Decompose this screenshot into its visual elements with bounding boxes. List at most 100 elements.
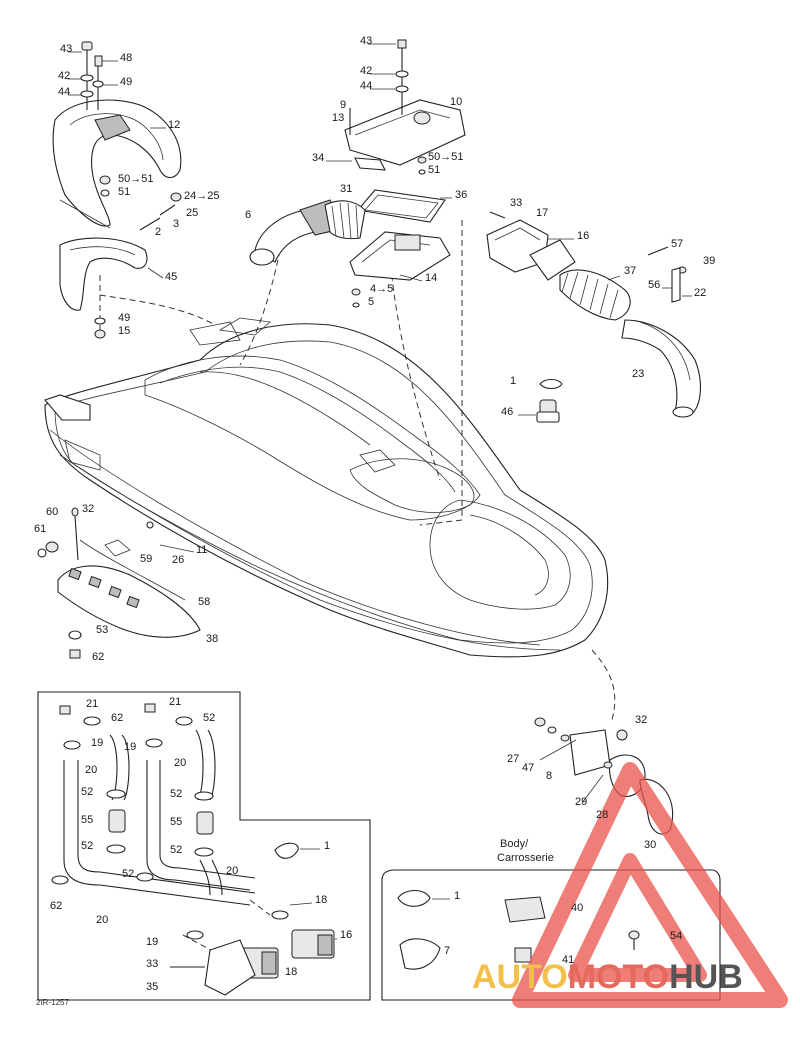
part-number-label: 23	[632, 368, 644, 380]
side-trim	[37, 507, 201, 659]
drawing-code: 2IR-1257	[36, 998, 69, 1007]
part-number-label: 31	[340, 183, 352, 195]
part-number-label: 22	[694, 287, 706, 299]
part-number-label: 50→51	[428, 151, 463, 163]
part-number-label: 34	[312, 152, 324, 164]
part-number-label: 18	[315, 894, 327, 906]
part-number-label: 52	[122, 868, 134, 880]
part-number-label: 33	[146, 958, 158, 970]
part-number-label: 40	[571, 902, 583, 914]
part-number-label: 16	[577, 230, 589, 242]
part-number-label: 8	[546, 770, 552, 782]
part-number-label: 26	[172, 554, 184, 566]
part-number-label: 28	[596, 809, 608, 821]
part-number-label: 38	[206, 633, 218, 645]
rear-grab-handle	[52, 41, 182, 231]
part-number-label: 47	[522, 762, 534, 774]
part-number-label: 58	[198, 596, 210, 608]
body-label-french: Carrosserie	[497, 852, 554, 864]
watercraft-body	[44, 317, 609, 658]
part-number-label: 42	[58, 70, 70, 82]
part-number-label: 17	[536, 207, 548, 219]
part-number-label: 51	[118, 186, 130, 198]
part-number-label: 39	[703, 255, 715, 267]
part-number-label: 46	[501, 406, 513, 418]
part-number-label: 44	[58, 86, 70, 98]
part-number-label: 27	[507, 753, 519, 765]
part-number-label: 54	[670, 930, 682, 942]
part-number-label: 24→25	[184, 190, 219, 202]
part-number-label: 50→51	[118, 173, 153, 185]
part-number-label: 20	[226, 865, 238, 877]
part-number-label: 44	[360, 80, 372, 92]
part-number-label: 19	[124, 741, 136, 753]
automotohub-logo: AUTOMOTOHUB	[472, 762, 788, 1008]
part-number-label: 19	[91, 737, 103, 749]
part-number-label: 1	[324, 840, 330, 852]
part-number-label: 60	[46, 506, 58, 518]
part-number-label: 55	[81, 814, 93, 826]
part-number-label: 20	[96, 914, 108, 926]
part-number-label: 52	[170, 788, 182, 800]
part-number-label: 18	[285, 966, 297, 978]
part-number-label: 35	[146, 981, 158, 993]
part-number-label: 62	[111, 712, 123, 724]
part-number-label: 20	[85, 764, 97, 776]
part-number-label: 49	[120, 76, 132, 88]
part-number-label: 32	[635, 714, 647, 726]
stern-cover	[59, 237, 164, 339]
part-number-label: 37	[624, 265, 636, 277]
bilge-system-inset	[37, 691, 371, 1001]
logo-text-auto: AUTO	[472, 958, 568, 996]
part-number-label: 56	[648, 279, 660, 291]
part-number-label: 59	[140, 553, 152, 565]
part-number-label: 45	[165, 271, 177, 283]
part-number-label: 29	[575, 796, 587, 808]
part-number-label: 16	[340, 929, 352, 941]
part-number-label: 14	[425, 272, 437, 284]
part-number-label: 13	[332, 112, 344, 124]
part-number-label: 10	[450, 96, 462, 108]
part-number-label: 5	[368, 296, 374, 308]
part-number-label: 61	[34, 523, 46, 535]
svg-text:AUTOMOTOHUB: AUTOMOTOHUB	[472, 958, 743, 996]
part-number-label: 53	[96, 624, 108, 636]
part-number-label: 1	[510, 375, 516, 387]
part-number-label: 62	[50, 900, 62, 912]
part-number-label: 15	[118, 325, 130, 337]
logo-triangle-outer	[512, 762, 788, 1008]
logo-text-hub: HUB	[669, 958, 743, 996]
part-number-label: 62	[92, 651, 104, 663]
part-number-label: 51	[428, 164, 440, 176]
part-number-label: 41	[562, 954, 574, 966]
part-number-label: 9	[340, 99, 346, 111]
part-number-label: 12	[168, 119, 180, 131]
part-number-label: 30	[644, 839, 656, 851]
part-number-label: 43	[360, 35, 372, 47]
part-number-label: 2	[155, 226, 161, 238]
part-number-label: 21	[169, 696, 181, 708]
part-number-label: 52	[170, 844, 182, 856]
part-number-label: 1	[454, 890, 460, 902]
part-number-label: 52	[203, 712, 215, 724]
intake-hoses	[249, 199, 701, 423]
part-number-label: 48	[120, 52, 132, 64]
logo-triangle-inner	[568, 853, 707, 982]
part-number-label: 49	[118, 312, 130, 324]
logo-text-moto: MOTO	[568, 958, 669, 996]
part-number-label: 43	[60, 43, 72, 55]
storage-cover	[326, 39, 466, 308]
body-label: Body/	[500, 838, 529, 850]
part-number-label: 3	[173, 218, 179, 230]
part-number-label: 25	[186, 207, 198, 219]
part-number-label: 21	[86, 698, 98, 710]
part-number-label: 11	[196, 544, 207, 556]
part-number-label: 52	[81, 840, 93, 852]
part-number-label: 7	[444, 945, 450, 957]
part-number-label: 42	[360, 65, 372, 77]
part-number-label: 19	[146, 936, 158, 948]
part-number-label: 33	[510, 197, 522, 209]
part-number-label: 36	[455, 189, 467, 201]
